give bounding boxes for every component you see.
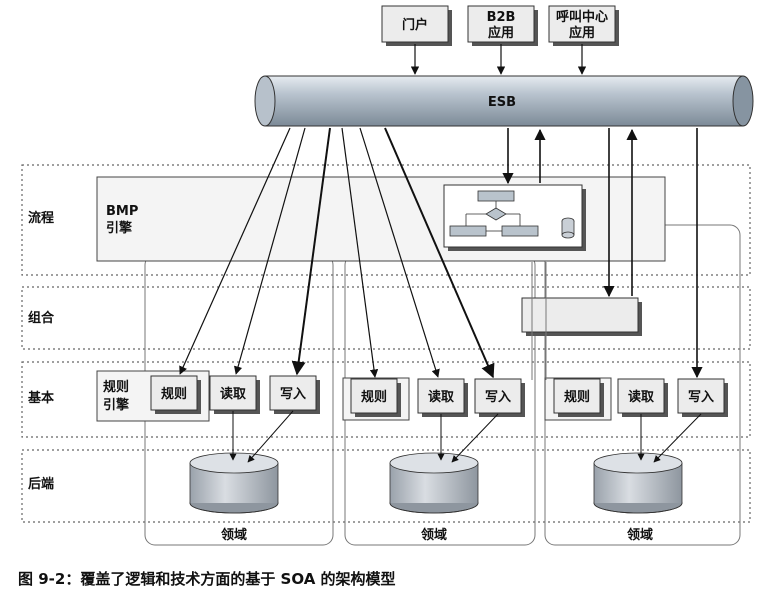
service-read-3: [617, 378, 665, 414]
service-rule-1: [150, 375, 198, 411]
esb-process-arrows: [502, 128, 638, 298]
layer-label-basic: 基本: [27, 390, 54, 406]
service-rule-3-label: 规则: [564, 389, 590, 405]
esb-to-service-arrows: [179, 127, 703, 379]
rule-engine-label-line1: 规则: [103, 379, 129, 395]
app-callcenter-label-line1: 呼叫中心: [556, 9, 608, 25]
service-read-2-label: 读取: [428, 389, 455, 405]
composite-service-box: [521, 297, 642, 336]
process-flow-box: [443, 184, 586, 251]
app-b2b: [467, 5, 535, 43]
service-write-3: [677, 378, 725, 414]
esb-bus: ESB: [254, 75, 754, 127]
esb-label: ESB: [488, 95, 516, 110]
flow-start-node: [477, 190, 515, 202]
app-b2b-label-line1: B2B: [487, 10, 516, 25]
service-rule-2: [350, 378, 398, 414]
service-rule-2-label: 规则: [361, 389, 387, 405]
service-read-1: [209, 375, 257, 411]
layer-process-band: [21, 164, 751, 276]
layer-label-process: 流程: [28, 210, 54, 226]
domain-connectors: [531, 262, 547, 380]
figure-caption: 图 9-2：覆盖了逻辑和技术方面的基于 SOA 的架构模型: [18, 570, 396, 588]
service-write-1-label: 写入: [280, 387, 306, 402]
bmp-engine-label-line1: BMP: [106, 204, 138, 219]
service-rule-1-label: 规则: [161, 386, 187, 402]
app-b2b-label-line2: 应用: [488, 25, 514, 41]
app-portal-label: 门户: [402, 17, 428, 33]
flow-right-node: [501, 225, 539, 237]
flow-decision-node: [485, 207, 507, 221]
service-read-1-label: 读取: [220, 386, 247, 402]
app-portal: [381, 5, 449, 43]
service-write-2-label: 写入: [485, 390, 511, 405]
top-apps: 门户 B2B 应用 呼叫中心 应用: [381, 5, 619, 46]
bmp-engine-label-line2: 引擎: [106, 220, 132, 236]
flow-left-node: [449, 225, 487, 237]
domain-label-2: 领域: [421, 527, 447, 543]
rule-engine-label-line2: 引擎: [103, 397, 129, 413]
service-read-2: [417, 378, 465, 414]
database-2: [389, 452, 479, 514]
domain-label-1: 领域: [221, 527, 247, 543]
service-rule-3: [553, 378, 601, 414]
service-write-1: [269, 375, 317, 411]
layer-label-composite: 组合: [28, 310, 55, 326]
service-read-3-label: 读取: [628, 389, 655, 405]
database-3: [593, 452, 683, 514]
domain-label-3: 领域: [627, 527, 653, 543]
service-write-2: [474, 378, 522, 414]
service-to-db-arrows: [229, 410, 702, 463]
service-write-3-label: 写入: [688, 390, 714, 405]
layer-bands: [21, 164, 751, 523]
layer-basic-band: [21, 361, 751, 438]
databases: [189, 452, 683, 514]
app-callcenter: [548, 5, 616, 43]
app-callcenter-label-line2: 应用: [569, 25, 595, 41]
database-1: [189, 452, 279, 514]
layer-label-backend: 后端: [28, 476, 54, 492]
basic-services: 规则 读取 写入 规则 读取 写入 规则 读取 写入: [150, 375, 728, 421]
app-to-esb-arrows: [410, 44, 587, 75]
